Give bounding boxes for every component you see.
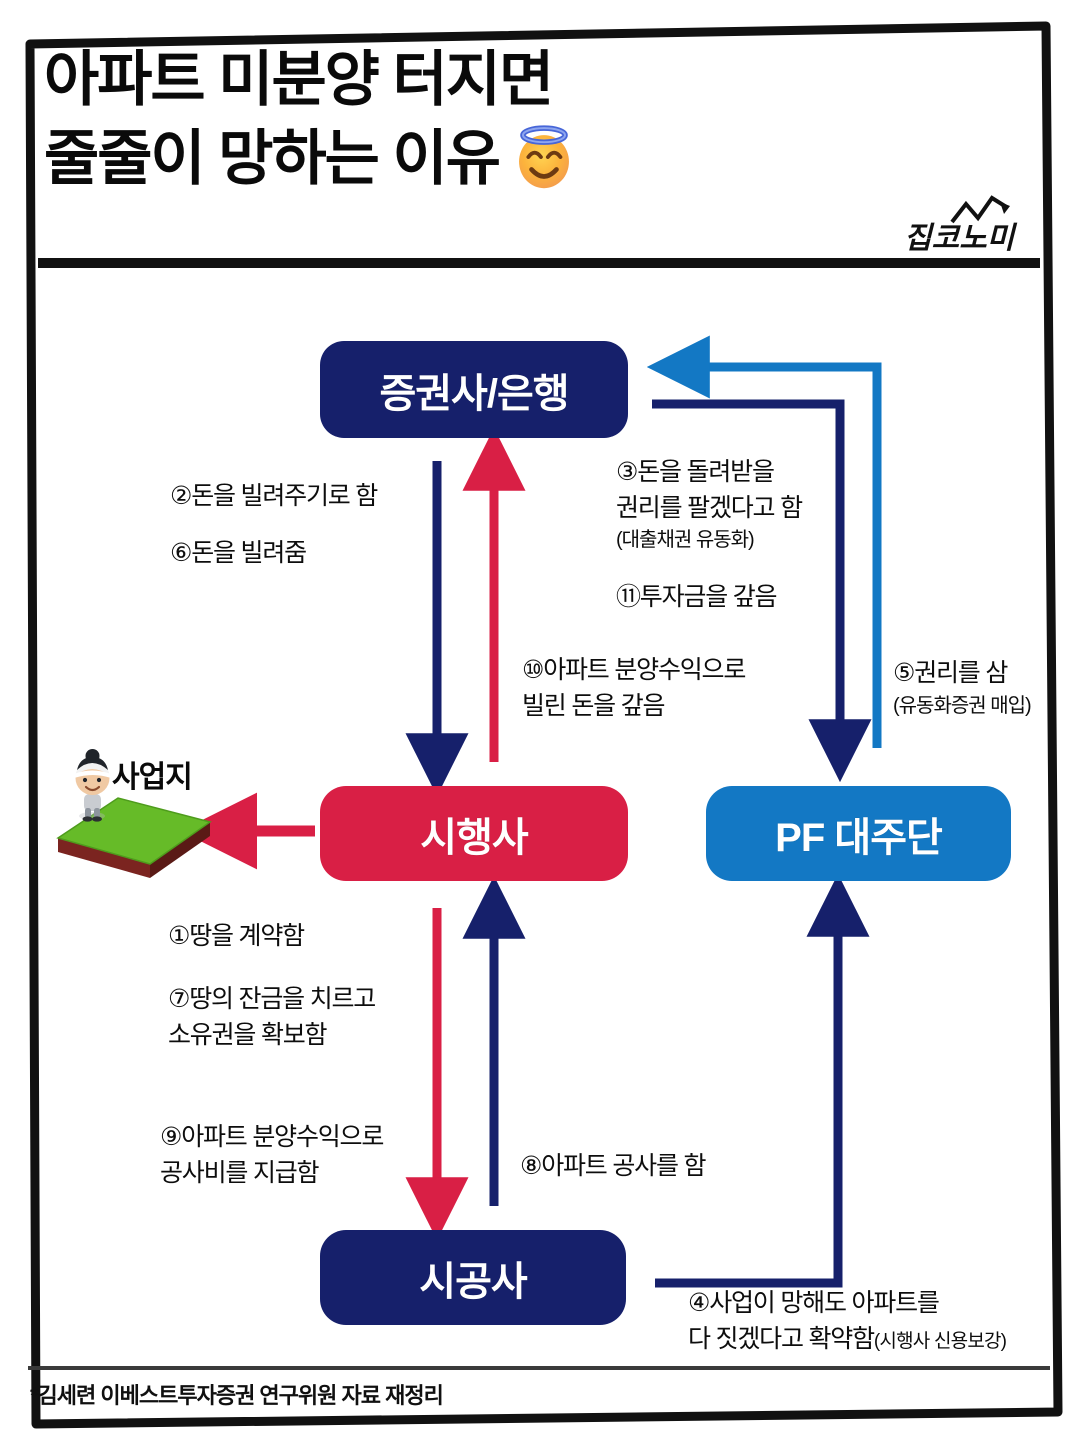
node-securities-bank[interactable]: 증권사/은행 [320, 341, 628, 438]
source-note: *김세련 이베스트투자증권 연구위원 자료 재정리 [30, 1383, 444, 1408]
annotation-step-3-line-1: ③돈을 돌려받을 [616, 458, 775, 486]
annotation-step-7: ⑦땅의 잔금을 치르고 소유권을 확보함 [168, 982, 376, 1053]
land-plot-icon [56, 749, 212, 878]
annotation-step-11: ⑪투자금을 갚음 [616, 583, 778, 611]
annotation-step-5-sub: (유동화증권 매입) [893, 694, 1032, 717]
annotation-step-3: ③돈을 돌려받을 권리를 팔겠다고 함 (대출채권 유동화) [616, 455, 803, 554]
title-line-1: 아파트 미분양 터지면 [44, 46, 554, 113]
annotation-step-4-sub: (시행사 신용보강) [873, 1330, 1007, 1352]
annotation-step-4-line-2-wrap: 다 짓겠다고 확약함(시행사 신용보강) [688, 1322, 1007, 1358]
annotation-step-9-line-2: 공사비를 지급함 [160, 1158, 320, 1187]
site-label: 사업지 [112, 761, 193, 794]
brand-logo: 집코노미 [900, 192, 1040, 264]
arrow-builder-to-pf [655, 873, 870, 1288]
annotation-step-10: ⑩아파트 분양수익으로 빌린 돈을 갚음 [522, 653, 746, 724]
annotation-step-3-sub: (대출채권 유동화) [616, 529, 755, 551]
annotation-step-10-line-1: ⑩아파트 분양수익으로 [522, 656, 746, 684]
annotation-step-2: ②돈을 빌려주기로 함 [170, 482, 378, 510]
page-title: 아파트 미분양 터지면 줄줄이 망하는 이유 [44, 42, 583, 200]
annotation-step-6: ⑥돈을 빌려줌 [170, 539, 307, 567]
logo-text: 집코노미 [904, 222, 1018, 255]
footer-divider [28, 1366, 1050, 1370]
project-site-group: 사업지 [44, 742, 284, 882]
annotation-step-10-line-2: 빌린 돈을 갚음 [522, 691, 665, 720]
node-builder[interactable]: 시공사 [320, 1230, 626, 1325]
annotation-step-8: ⑧아파트 공사를 함 [520, 1152, 707, 1180]
header-divider [38, 258, 1040, 268]
annotation-step-7-line-2: 소유권을 확보함 [168, 1020, 328, 1049]
character-figure [74, 749, 111, 822]
annotation-step-5-line-1: ⑤권리를 삼 [893, 659, 1008, 687]
title-line-2: 줄줄이 망하는 이유 [44, 125, 501, 193]
annotation-step-4-line-1: ④사업이 망해도 아파트를 [688, 1289, 940, 1317]
annotation-step-5: ⑤권리를 삼 (유동화증권 매입) [893, 656, 1032, 720]
annotation-step-4: ④사업이 망해도 아파트를 다 짓겠다고 확약함(시행사 신용보강) [688, 1286, 1007, 1358]
smiling-face-with-halo-icon [518, 125, 569, 189]
annotation-step-9: ⑨아파트 분양수익으로 공사비를 지급함 [160, 1120, 384, 1191]
node-pf-lenders[interactable]: PF 대주단 [706, 786, 1011, 881]
annotation-step-9-line-1: ⑨아파트 분양수익으로 [160, 1123, 384, 1151]
poster-header: 아파트 미분양 터지면 줄줄이 망하는 이유 [44, 42, 1044, 272]
annotation-step-1: ①땅을 계약함 [168, 922, 305, 950]
annotation-step-3-line-2: 권리를 팔겠다고 함 [616, 493, 803, 522]
node-developer[interactable]: 시행사 [320, 786, 628, 881]
annotation-step-7-line-1: ⑦땅의 잔금을 치르고 [168, 985, 376, 1013]
annotation-step-4-line-2: 다 짓겠다고 확약함 [688, 1324, 875, 1353]
